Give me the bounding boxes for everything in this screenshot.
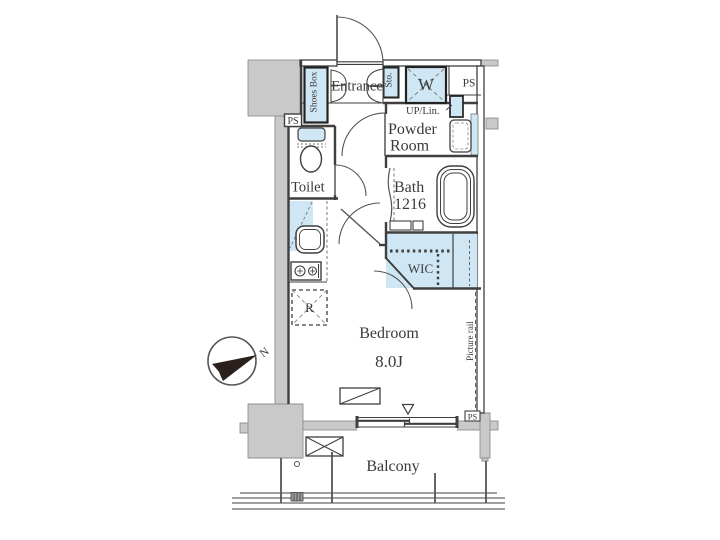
ps-box-left: [283, 113, 303, 128]
toilet-label: Toilet: [291, 180, 325, 196]
kitchen-counter-diagonal: [289, 201, 313, 249]
closet-leaf-left-bottom: [330, 84, 347, 103]
doors: [334, 15, 415, 310]
balcony-wall-left: [302, 420, 358, 431]
vanity-sink-inner: [452, 122, 469, 150]
balcony-hatch-lines: [293, 492, 301, 501]
outer-wall-top-a: [299, 59, 338, 67]
thin-lines: [301, 61, 481, 104]
vanity-sink: [449, 119, 472, 153]
outer-wall-top-b: [382, 59, 482, 67]
labels: Entrance Shoes Box Sto. W PS UP/Lin. Pow…: [258, 71, 478, 475]
concrete-column-bottom-left: [239, 403, 304, 459]
neighbor-wall-nub-right: [485, 117, 499, 130]
balcony-label: Balcony: [366, 458, 419, 475]
ps-top-right-label: PS: [463, 78, 476, 90]
kitchen-area: [288, 201, 328, 326]
wic-corner-door-leaf: [385, 257, 415, 290]
bedroom-label: Bedroom: [359, 325, 419, 342]
compass-needle: [212, 355, 257, 381]
stove-burner-glyphs: [297, 268, 315, 274]
ac-unit-cross: [305, 436, 344, 457]
bath-counter-b: [412, 220, 424, 231]
kitchen-sink: [295, 225, 325, 254]
bath-counter-a: [389, 220, 412, 231]
entrance-area: [303, 66, 400, 124]
kitchen-sink-inner: [299, 229, 321, 250]
balcony-window: [355, 415, 459, 430]
structural-concrete: [239, 59, 499, 462]
entrance-door-arc: [336, 16, 384, 64]
concrete-column-bottom-right: [479, 412, 491, 462]
stove-burner-left: [294, 265, 306, 277]
refrigerator-space: [291, 289, 328, 326]
neighbor-wall-top-right: [480, 59, 499, 67]
sanitary-area: [404, 65, 472, 153]
washer-label: W: [418, 75, 435, 94]
bedroom-door-leaf: [340, 208, 381, 245]
vanity-side-panel: [470, 113, 479, 156]
window-center-marker: [401, 403, 415, 416]
toilet-area: [297, 127, 326, 173]
interior-walls: [287, 60, 481, 404]
up-linen-label: UP/Lin.: [406, 106, 440, 117]
bath-label-1: Bath: [394, 179, 424, 196]
refrigerator-cross: [291, 289, 328, 326]
party-wall-left: [274, 115, 289, 405]
bedroom-area: [339, 292, 476, 416]
wic-door-arc: [373, 270, 413, 310]
entrance-label: Entrance: [331, 79, 383, 95]
balcony-wall-right: [456, 420, 499, 431]
bath-door: [387, 167, 393, 223]
pipe-spaces: [283, 113, 481, 422]
compass: [207, 336, 257, 386]
ps-box-bottom-right: [464, 410, 481, 422]
bedroom-door-arc: [338, 202, 381, 245]
wic-area: [390, 234, 470, 288]
compass-north-label: N: [258, 345, 272, 360]
furniture-counter-diagonal: [339, 387, 381, 405]
linen-pointer-line: [445, 104, 453, 111]
upper-linen-cabinet: [449, 95, 464, 118]
refrigerator-label: R: [305, 300, 314, 315]
window-jamb-left: [355, 416, 359, 428]
bath-label-2: 1216: [394, 196, 426, 213]
bath-area: [389, 165, 475, 231]
picture-rail-label: Picture rail: [465, 321, 475, 361]
wic-label: WIC: [408, 261, 433, 276]
shoes-box: [303, 66, 329, 124]
shoes-box-label: Shoes Box: [310, 71, 320, 112]
balcony-area: [232, 436, 505, 510]
concrete-column-top-left: [247, 59, 303, 117]
balcony-drain: [294, 461, 300, 467]
closet-leaf-right-bottom: [366, 85, 384, 104]
powder-door-arc: [341, 112, 386, 157]
wic-floor: [386, 234, 477, 288]
washer-cross-b: [407, 68, 445, 102]
stove-burner-right: [307, 266, 318, 276]
bedroom-size-label: 8.0J: [375, 352, 403, 371]
ps-bottom-right-label: PS: [468, 411, 478, 421]
powder-room-label-2: Room: [390, 138, 430, 155]
toilet-tank: [297, 127, 326, 142]
ps-left-label: PS: [287, 116, 298, 127]
window-opening: [357, 415, 457, 430]
toilet-door-arc: [334, 164, 367, 197]
powder-room-label-1: Powder: [388, 121, 438, 138]
window-jamb-right: [455, 416, 459, 428]
storage-label: Sto.: [385, 72, 395, 87]
bathtub-inner: [443, 172, 468, 221]
toilet-bowl: [299, 145, 323, 173]
